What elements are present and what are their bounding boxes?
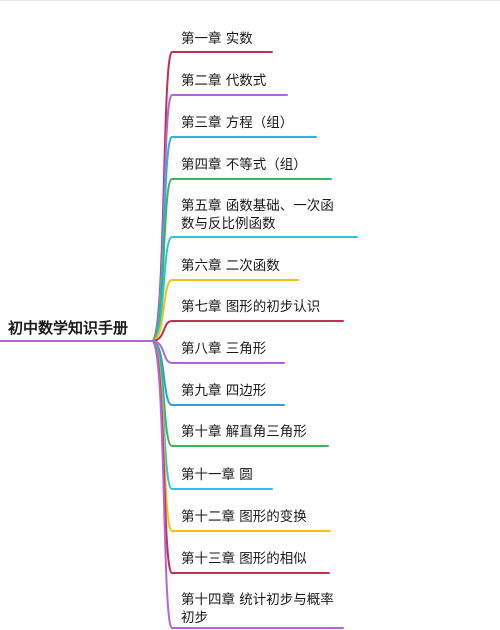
chapter-label-line: 第三章 方程（组）: [181, 115, 294, 131]
chapter-node[interactable]: 第十二章 图形的变换: [181, 508, 307, 526]
chapter-node[interactable]: 第六章 二次函数: [181, 257, 280, 275]
chapter-node[interactable]: 第十章 解直角三角形: [181, 423, 307, 441]
chapter-label-line: 第十一章 圆: [181, 467, 253, 483]
chapter-label-line: 数与反比例函数: [181, 216, 276, 232]
chapter-label-line: 第四章 不等式（组）: [181, 157, 307, 173]
chapter-label-line: 第五章 函数基础、一次函: [181, 198, 334, 214]
chapter-connector: [151, 279, 299, 342]
chapter-connector: [151, 320, 344, 342]
top-divider: [0, 0, 500, 1]
chapter-node[interactable]: 第二章 代数式: [181, 72, 266, 90]
chapter-node[interactable]: 第八章 三角形: [181, 340, 266, 358]
chapter-label-line: 初步: [181, 610, 208, 626]
chapter-node[interactable]: 第四章 不等式（组）: [181, 156, 307, 174]
chapter-connector: [151, 340, 344, 629]
chapter-label-line: 第十四章 统计初步与概率: [181, 592, 334, 608]
chapter-label-line: 第十三章 图形的相似: [181, 551, 307, 567]
chapter-label-line: 第六章 二次函数: [181, 258, 280, 274]
chapter-label-line: 第一章 实数: [181, 31, 253, 47]
chapter-node[interactable]: 第五章 函数基础、一次函数与反比例函数: [181, 197, 334, 233]
chapter-connector: [151, 236, 358, 342]
chapter-node[interactable]: 第十三章 图形的相似: [181, 550, 307, 568]
chapter-label-line: 第七章 图形的初步认识: [181, 299, 321, 315]
chapter-label-line: 第九章 四边形: [181, 383, 267, 399]
chapter-connector: [151, 178, 332, 342]
chapter-connector: [151, 340, 330, 574]
chapter-node[interactable]: 第十四章 统计初步与概率初步: [181, 591, 334, 627]
chapter-node[interactable]: 第七章 图形的初步认识: [181, 298, 320, 316]
chapter-node[interactable]: 第一章 实数: [181, 30, 253, 48]
chapter-node[interactable]: 第九章 四边形: [181, 382, 266, 400]
chapter-label-line: 第十二章 图形的变换: [181, 509, 307, 525]
chapter-node[interactable]: 第十一章 圆: [181, 466, 253, 484]
chapter-node[interactable]: 第三章 方程（组）: [181, 114, 293, 132]
chapter-label-line: 第八章 三角形: [181, 341, 267, 357]
root-topic[interactable]: 初中数学知识手册: [8, 319, 129, 337]
chapter-label-line: 第二章 代数式: [181, 73, 267, 89]
chapter-label-line: 第十章 解直角三角形: [181, 424, 307, 440]
